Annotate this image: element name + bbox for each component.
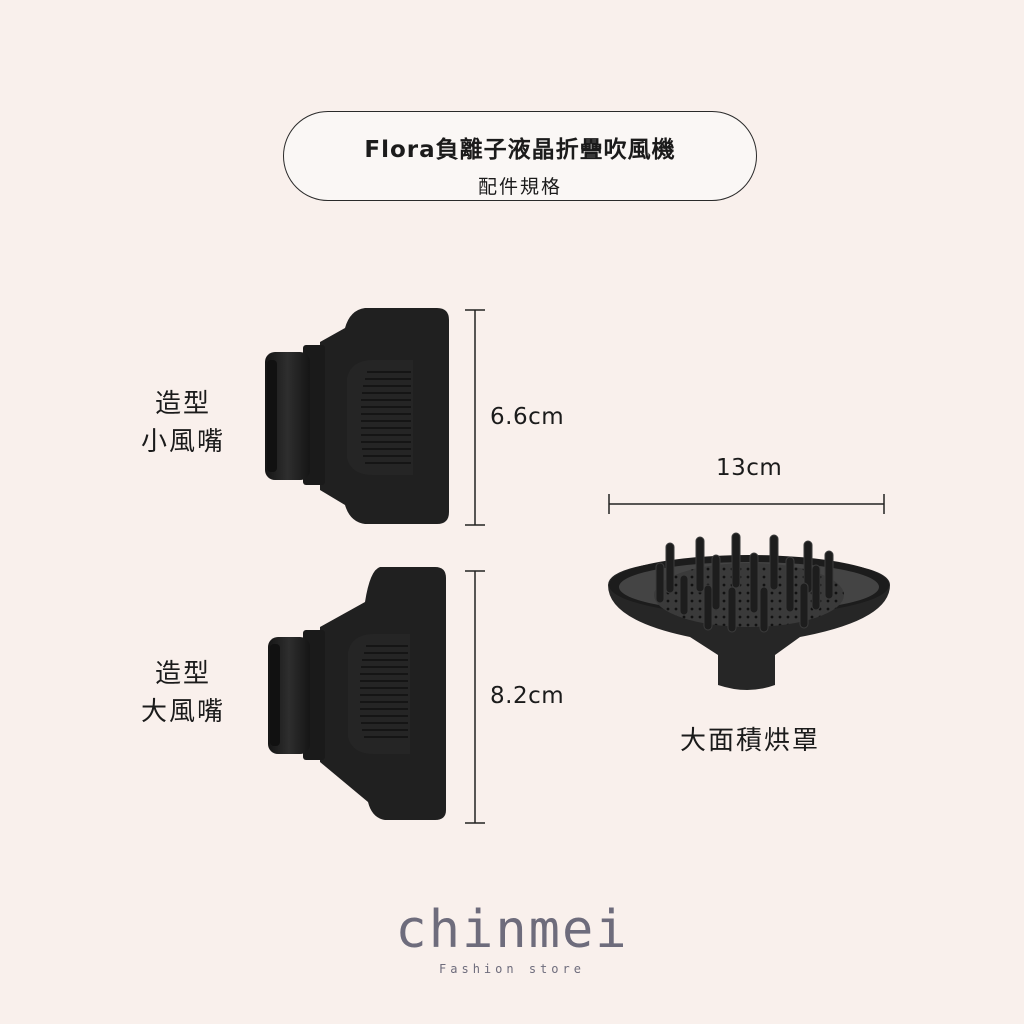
diffuser-label: 大面積烘罩 xyxy=(679,726,820,756)
large-nozzle-label-line2: 大風嘴 xyxy=(140,697,225,727)
page-subtitle: 配件規格 xyxy=(477,176,562,198)
small-nozzle-label-line1: 造型 xyxy=(154,389,211,419)
large-nozzle-label-line1: 造型 xyxy=(154,659,211,689)
small-nozzle-label-line2: 小風嘴 xyxy=(140,427,225,457)
small-nozzle-dimension: 6.6cm xyxy=(490,404,565,430)
page-title: Flora負離子液晶折疊吹風機 xyxy=(364,137,676,163)
diffuser-image xyxy=(608,532,890,690)
brand-name: chinmei xyxy=(395,900,629,960)
brand-logo: chinmei Fashion store xyxy=(0,900,1024,976)
diffuser-dimension-line xyxy=(608,494,885,514)
large-nozzle-dimension-line xyxy=(465,570,485,824)
small-nozzle-label: 造型 小風嘴 xyxy=(128,385,238,461)
large-nozzle-dimension: 8.2cm xyxy=(490,683,565,709)
large-nozzle-image xyxy=(268,567,446,820)
large-nozzle-label: 造型 大風嘴 xyxy=(128,655,238,731)
small-nozzle-image xyxy=(265,308,449,524)
diffuser-dimension: 13cm xyxy=(716,455,783,481)
title-banner: Flora負離子液晶折疊吹風機 配件規格 xyxy=(283,111,757,201)
brand-tagline: Fashion store xyxy=(439,962,585,976)
small-nozzle-dimension-line xyxy=(465,309,485,526)
